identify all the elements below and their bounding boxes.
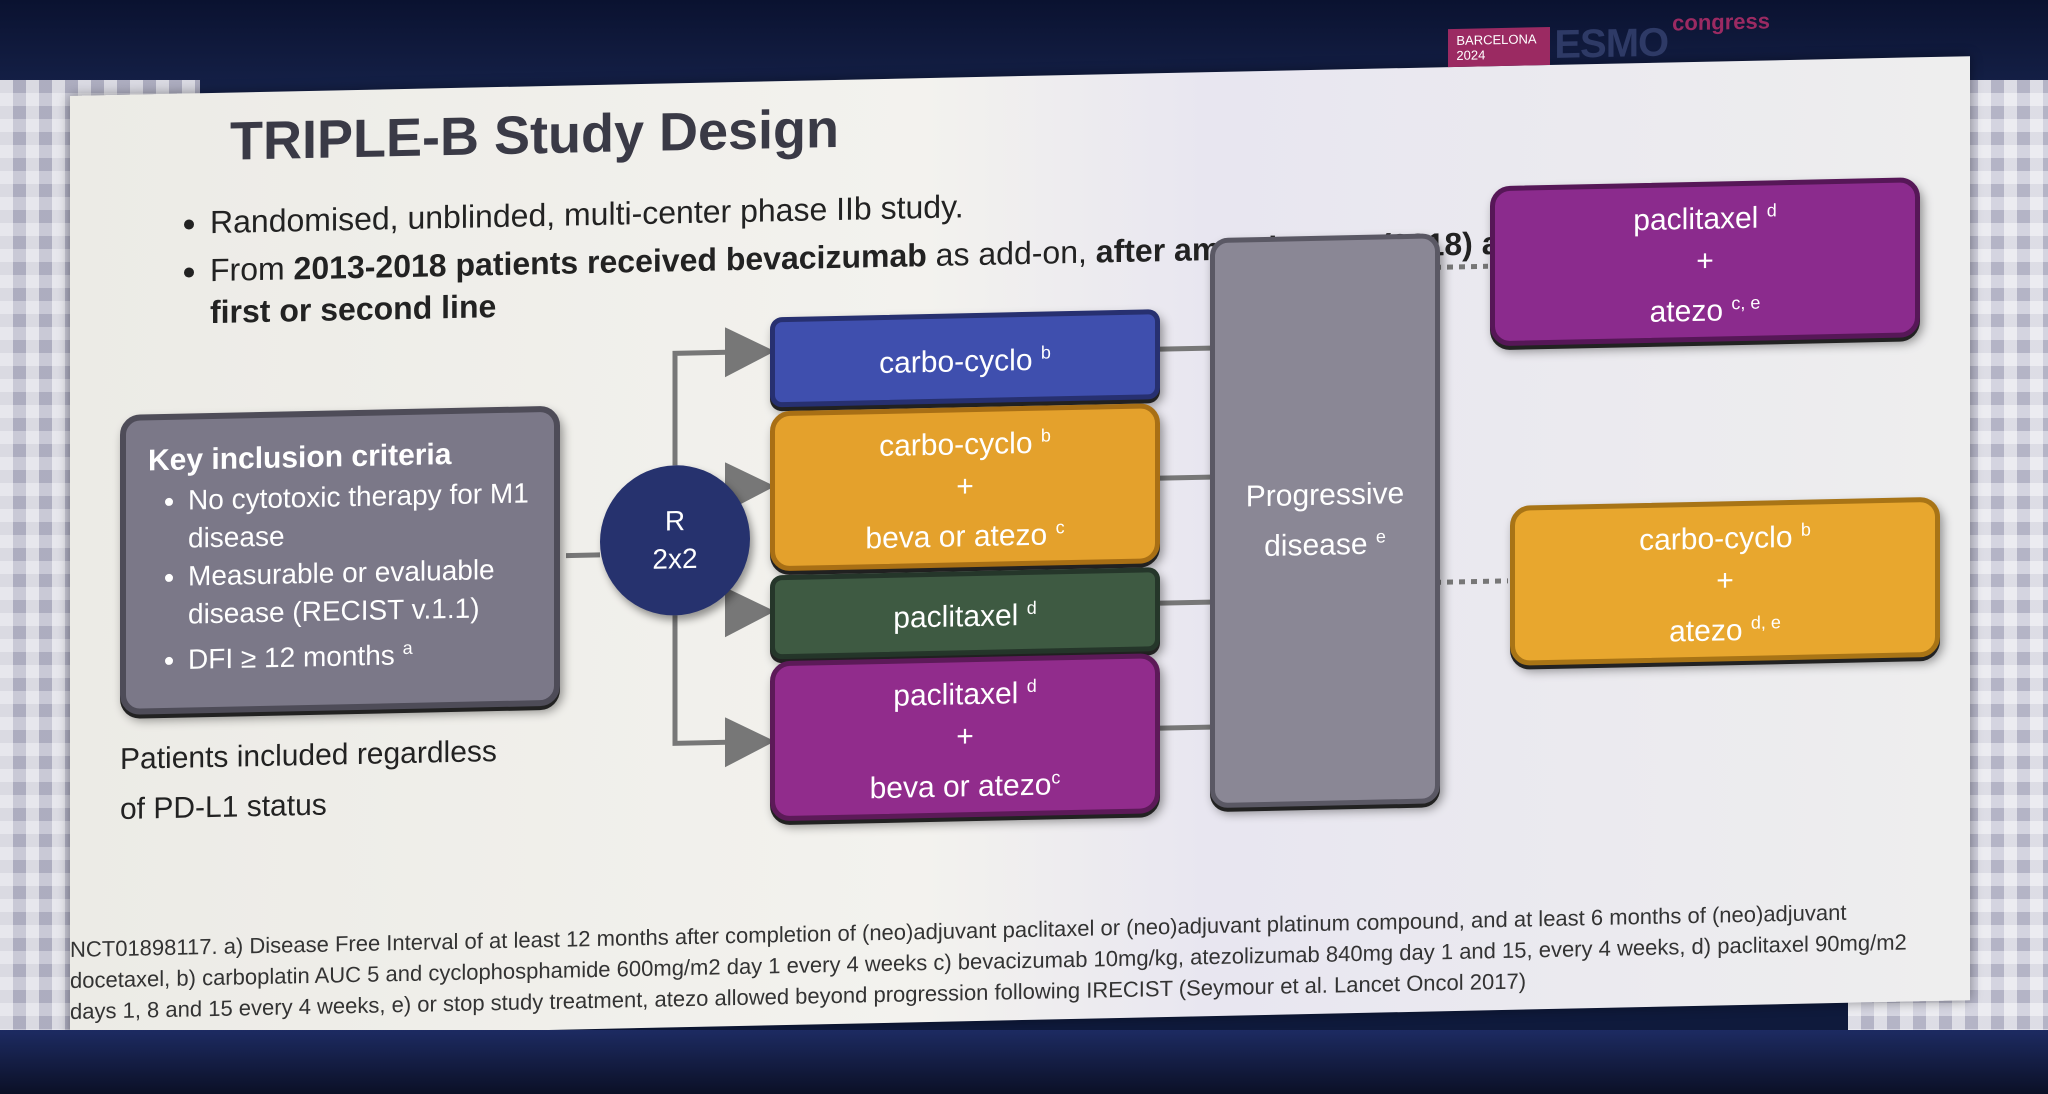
arm-label: paclitaxel: [893, 599, 1019, 635]
slide: BARCELONA 2024 ESMO congress TRIPLE-B St…: [70, 8, 1970, 1040]
criteria-item: Measurable or evaluable disease (RECIST …: [188, 550, 532, 633]
arm-label: beva or atezo: [865, 518, 1048, 556]
randomization-design: 2x2: [652, 542, 698, 575]
progressive-label: Progressive: [1245, 477, 1405, 514]
arrow-to-pacli-beva: [672, 615, 775, 768]
criteria-item-text: DFI ≥ 12 months: [188, 639, 395, 675]
pacli-to-progressive: [1155, 599, 1210, 606]
second-line-carbo-cyclo-atezo: carbo-cyclo b + atezo d, e: [1510, 496, 1940, 666]
criteria-title: Key inclusion criteria: [148, 438, 452, 478]
inclusion-criteria-box: Key inclusion criteria No cytotoxic ther…: [120, 405, 560, 715]
carbo-to-progressive: [1155, 345, 1210, 352]
arm-label: paclitaxel: [1633, 201, 1759, 238]
criteria-to-random-line: [566, 552, 600, 559]
arm-paclitaxel: paclitaxel d: [770, 567, 1160, 660]
arm-carbo-cyclo: carbo-cyclo b: [770, 309, 1160, 408]
footnote-mark: c: [1055, 517, 1065, 538]
arrow-to-carbo: [672, 327, 775, 466]
plus-sign: +: [956, 720, 974, 754]
plus-sign: +: [1696, 244, 1714, 278]
logo-city: BARCELONA 2024: [1448, 26, 1551, 68]
esmo-logo: BARCELONA 2024 ESMO congress: [1448, 8, 1770, 68]
arm-label: carbo-cyclo: [879, 426, 1033, 464]
footnote-mark: b: [1040, 342, 1051, 363]
progressive-to-carbo-atezo: [1435, 578, 1508, 585]
carbo-beva-to-progressive: [1155, 474, 1210, 481]
arrow-to-pacli: [725, 587, 775, 638]
footnote-mark: d, e: [1750, 612, 1781, 633]
arrow-to-carbo-beva: [725, 462, 775, 513]
logo-brand: ESMO: [1554, 20, 1669, 67]
footnote-mark: d: [1026, 675, 1037, 696]
footnote-mark: d: [1766, 200, 1777, 221]
arm-carbo-cyclo-beva-atezo: carbo-cyclo b + beva or atezo c: [770, 403, 1160, 572]
arm-label: beva or atezo: [869, 768, 1052, 806]
footnote-mark: c, e: [1731, 292, 1761, 314]
arm-paclitaxel-beva-atezo: paclitaxel d + beva or atezoc: [770, 653, 1160, 822]
progressive-disease-box: Progressive disease e: [1210, 233, 1440, 809]
plus-sign: +: [1716, 564, 1734, 598]
plus-sign: +: [956, 470, 974, 504]
pacli-beva-to-progressive: [1155, 724, 1210, 731]
progressive-to-pacli-atezo: [1435, 263, 1488, 270]
flow-connectors: [566, 263, 1508, 768]
footnote-mark: a: [402, 637, 413, 659]
footnote-mark: b: [1800, 519, 1811, 540]
criteria-item: No cytotoxic therapy for M1 disease: [188, 474, 532, 557]
arm-label: atezo: [1649, 294, 1724, 329]
arm-label: carbo-cyclo: [1639, 520, 1793, 558]
progressive-label: disease: [1264, 527, 1368, 563]
criteria-item: DFI ≥ 12 months a: [188, 626, 532, 679]
footnote-mark: b: [1040, 425, 1051, 446]
randomization-label: R: [664, 505, 686, 537]
screen-bottom-frame: [0, 1030, 2048, 1094]
pdl1-note: Patients included regardless of PD-L1 st…: [120, 735, 497, 826]
arm-label: paclitaxel: [893, 677, 1019, 713]
logo-suffix: congress: [1672, 8, 1770, 36]
footnote-mark: d: [1026, 597, 1037, 618]
second-line-paclitaxel-atezo: paclitaxel d + atezo c, e: [1490, 177, 1920, 347]
criteria-list: No cytotoxic therapy for M1 disease Meas…: [148, 474, 532, 679]
arm-label: atezo: [1669, 613, 1743, 649]
arm-label: carbo-cyclo: [879, 343, 1033, 381]
footnote-mark: e: [1375, 526, 1386, 547]
footnote-mark: c: [1051, 767, 1061, 788]
